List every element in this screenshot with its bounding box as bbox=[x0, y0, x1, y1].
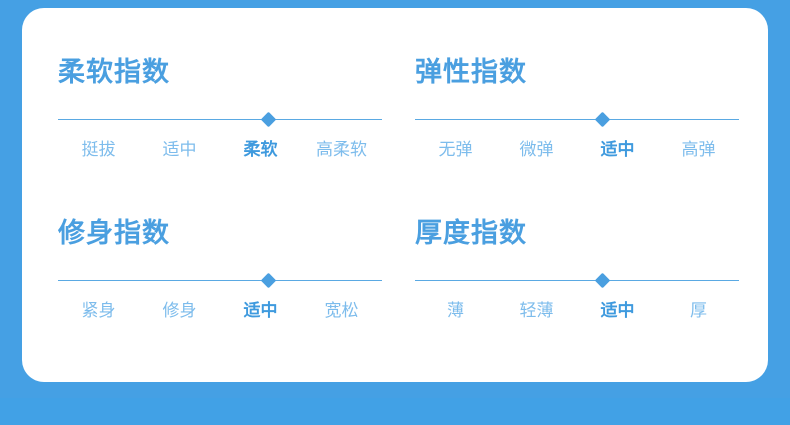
scale-label-softness-3[interactable]: 高柔软 bbox=[316, 140, 367, 159]
index-slider-elasticity[interactable] bbox=[415, 111, 739, 128]
index-scale-softness: 挺拔 适中 柔软 高柔软 bbox=[58, 138, 382, 162]
index-card-panel: 柔软指数 挺拔 适中 柔软 高柔软 弹性指数 bbox=[22, 8, 768, 382]
scale-label-elasticity-1[interactable]: 微弹 bbox=[519, 140, 554, 159]
scale-label-thickness-2[interactable]: 适中 bbox=[600, 301, 635, 320]
scale-label-softness-0[interactable]: 挺拔 bbox=[81, 140, 116, 159]
scale-label-fit-1[interactable]: 修身 bbox=[162, 301, 197, 320]
background-band-lower bbox=[0, 398, 790, 425]
slider-thumb-diamond-icon-thickness[interactable] bbox=[595, 272, 611, 289]
index-block-elasticity: 弹性指数 无弹 微弹 适中 高弹 bbox=[415, 55, 739, 162]
scale-label-thickness-3[interactable]: 厚 bbox=[690, 301, 707, 320]
index-slider-fit[interactable] bbox=[58, 272, 382, 289]
scale-label-elasticity-2[interactable]: 适中 bbox=[600, 140, 635, 159]
scale-label-fit-3[interactable]: 宽松 bbox=[324, 301, 359, 320]
scale-label-elasticity-0[interactable]: 无弹 bbox=[438, 140, 473, 159]
scale-label-elasticity-3[interactable]: 高弹 bbox=[681, 140, 716, 159]
slider-track-softness[interactable] bbox=[58, 119, 382, 120]
index-grid: 柔软指数 挺拔 适中 柔软 高柔软 弹性指数 bbox=[22, 8, 768, 382]
index-title-elasticity: 弹性指数 bbox=[415, 57, 527, 87]
scale-label-fit-0[interactable]: 紧身 bbox=[81, 301, 116, 320]
index-scale-elasticity: 无弹 微弹 适中 高弹 bbox=[415, 138, 739, 162]
scale-label-fit-2[interactable]: 适中 bbox=[243, 301, 278, 320]
index-block-softness: 柔软指数 挺拔 适中 柔软 高柔软 bbox=[58, 55, 382, 162]
index-block-fit: 修身指数 紧身 修身 适中 宽松 bbox=[58, 216, 382, 323]
index-slider-thickness[interactable] bbox=[415, 272, 739, 289]
scale-label-thickness-1[interactable]: 轻薄 bbox=[519, 301, 554, 320]
scale-label-thickness-0[interactable]: 薄 bbox=[447, 301, 464, 320]
index-title-softness: 柔软指数 bbox=[58, 57, 170, 87]
slider-thumb-diamond-icon-elasticity[interactable] bbox=[595, 111, 611, 128]
index-scale-fit: 紧身 修身 适中 宽松 bbox=[58, 299, 382, 323]
index-title-fit: 修身指数 bbox=[58, 218, 170, 248]
slider-track-thickness[interactable] bbox=[415, 280, 739, 281]
index-scale-thickness: 薄 轻薄 适中 厚 bbox=[415, 299, 739, 323]
index-title-thickness: 厚度指数 bbox=[415, 218, 527, 248]
slider-thumb-diamond-icon-fit[interactable] bbox=[260, 272, 277, 289]
slider-thumb-diamond-icon-softness[interactable] bbox=[260, 111, 277, 128]
scale-label-softness-2[interactable]: 柔软 bbox=[243, 140, 278, 159]
index-slider-softness[interactable] bbox=[58, 111, 382, 128]
slider-track-elasticity[interactable] bbox=[415, 119, 739, 120]
slider-track-fit[interactable] bbox=[58, 280, 382, 281]
scale-label-softness-1[interactable]: 适中 bbox=[162, 140, 197, 159]
index-block-thickness: 厚度指数 薄 轻薄 适中 厚 bbox=[415, 216, 739, 323]
